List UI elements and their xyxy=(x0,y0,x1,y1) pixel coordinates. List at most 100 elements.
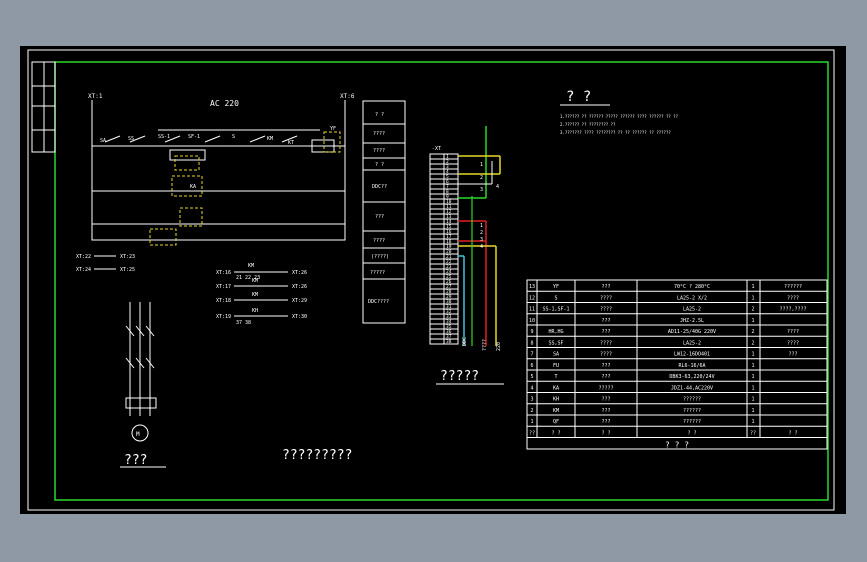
terminal-number-35: 36 xyxy=(446,329,452,335)
cad-canvas[interactable]: AC 220 XT:1 XT:6 SA SS SS-1 SF-1 S KM KA… xyxy=(20,46,846,514)
bom-cell-r3-c3: JHZ-2.5L xyxy=(680,318,704,324)
signal-row-1: ???? xyxy=(373,131,385,137)
bom-cell-r4-c5: ???? xyxy=(787,329,799,335)
bom-cell-r9-c0: 4 xyxy=(530,385,533,391)
terminal-tag-7: 4 xyxy=(480,244,483,250)
bom-cell-r13-c2: ? ? xyxy=(601,430,610,436)
terminal-number-30: 31 xyxy=(446,304,452,310)
bom-cell-r2-c4: 2 xyxy=(751,307,754,313)
terminal-number-9: 10 xyxy=(446,199,452,205)
bom-cell-r13-c3: ? ? xyxy=(687,430,696,436)
contact-left-3: XT:19 xyxy=(216,314,231,320)
contact-row-1: XT:17 KM XT:26 xyxy=(216,278,307,290)
terminal-number-16: 17 xyxy=(446,234,452,240)
terminal-number-26: 27 xyxy=(446,284,452,290)
supply-label: AC 220 xyxy=(210,99,239,108)
signal-row-0: ? ? xyxy=(375,112,384,118)
bom-cell-r12-c3: ?????? xyxy=(683,419,701,425)
terminal-number-3: 4 xyxy=(446,169,449,175)
bom-cell-r1-c1: S xyxy=(554,295,557,301)
terminal-number-5: 6 xyxy=(446,179,449,185)
bom-cell-r11-c4: 1 xyxy=(751,408,754,414)
outer-frame xyxy=(27,49,835,511)
motor-power-circuit: M ??? xyxy=(120,302,166,468)
bom-cell-r8-c3: DBK3-63,220/24V xyxy=(669,374,714,380)
terminal-number-8: 9 xyxy=(446,194,449,200)
contact-tag-0: KM xyxy=(248,263,254,269)
comp-label-5: S xyxy=(232,134,235,140)
contact-right-2: XT:29 xyxy=(292,298,307,304)
signal-row-3: ? ? xyxy=(375,162,384,168)
contact-left-0: XT:16 xyxy=(216,270,231,276)
contact-nums-3: 37 38 xyxy=(236,320,251,326)
terminal-number-6: 7 xyxy=(446,184,449,190)
bom-cell-r2-c0: 11 xyxy=(529,307,535,313)
bom-cell-r2-c2: ???? xyxy=(600,307,612,313)
terminal-tag-6: 3 xyxy=(480,237,483,243)
bom-cell-r9-c1: KA xyxy=(553,385,559,391)
signal-row-6: ???? xyxy=(373,238,385,244)
terminal-number-1: 2 xyxy=(446,159,449,165)
comp-label-6: KM xyxy=(267,136,273,142)
terminal-number-18: 19 xyxy=(446,244,452,250)
notes-block: ? ? 1.?????? ?? ?????? ????? ?????? ????… xyxy=(560,89,679,135)
contact-right-3: XT:30 xyxy=(292,314,307,320)
motor-circuit-heading: ??? xyxy=(124,453,147,468)
bom-cell-r3-c0: 10 xyxy=(529,318,535,324)
inner-frame xyxy=(54,61,829,501)
terminal-bottom-0: DDC xyxy=(462,337,468,346)
terminal-number-28: 29 xyxy=(446,294,452,300)
terminal-number-29: 30 xyxy=(446,299,452,305)
terminal-number-13: 14 xyxy=(446,219,452,225)
bom-cell-r11-c0: 2 xyxy=(530,408,533,414)
terminal-cells: 1234567891011121314151617181920212223242… xyxy=(430,153,458,345)
bom-cell-r5-c2: ???? xyxy=(600,340,612,346)
notes-title: ? ? xyxy=(566,89,591,105)
bom-cell-r7-c0: 6 xyxy=(530,363,533,369)
comp-label-2: SS-1 xyxy=(158,134,170,140)
terminal-number-36: 37 xyxy=(446,334,452,340)
aux-rows: XT:22 XT:23 XT:24 XT:25 xyxy=(76,254,135,273)
control-schematic: AC 220 XT:1 XT:6 SA SS SS-1 SF-1 S KM KA… xyxy=(88,93,355,246)
bom-cell-r1-c2: ???? xyxy=(600,295,612,301)
bom-cell-r10-c0: 3 xyxy=(530,397,533,403)
legend-area-heading: ????????? xyxy=(282,448,352,463)
bom-footer: ? ? ? xyxy=(665,441,689,450)
aux-left-1: XT:24 xyxy=(76,267,91,273)
terminal-tag-2: 3 xyxy=(480,187,483,193)
bom-cell-r4-c2: ??? xyxy=(601,329,610,335)
contact-tag-1: KM xyxy=(252,278,258,284)
bom-cell-r0-c1: YF xyxy=(553,284,559,290)
contact-tag-2: KM xyxy=(252,292,258,298)
bom-cell-r8-c2: ??? xyxy=(601,374,610,380)
bom-cell-r13-c1: ? ? xyxy=(551,430,560,436)
signal-row-7: (????) xyxy=(371,254,389,260)
note-line-0: 1.?????? ?? ?????? ????? ?????? ???? ???… xyxy=(560,114,679,119)
bom-cell-r10-c4: 1 xyxy=(751,397,754,403)
bom-cell-r5-c0: 8 xyxy=(530,340,533,346)
comp-label-7: KA xyxy=(190,184,196,190)
contact-row-3: XT:19 KH 37 38 XT:30 xyxy=(216,308,307,326)
terminal-strip: -XT 123456789101112131415161718192021222… xyxy=(429,126,504,385)
bom-cell-r5-c3: LA25-2 xyxy=(683,340,701,346)
terminal-number-22: 23 xyxy=(446,264,452,270)
contact-row-2: XT:18 KM XT:29 xyxy=(216,292,307,304)
bom-cell-r7-c2: ??? xyxy=(601,363,610,369)
terminal-number-20: 21 xyxy=(446,254,452,260)
terminal-tag-5: 2 xyxy=(480,230,483,236)
bom-cell-r9-c3: JDZ1-44,AC220V xyxy=(671,385,713,391)
aux-left-0: XT:22 xyxy=(76,254,91,260)
bom-cell-r12-c0: 1 xyxy=(530,419,533,425)
bom-cell-r1-c0: 12 xyxy=(529,295,535,301)
bom-cell-r8-c4: 1 xyxy=(751,374,754,380)
contact-rows: XT:16 KM 21 22 23 XT:26 XT:17 KM XT:26 X… xyxy=(216,263,307,326)
bom-cell-r7-c3: RL6-16/6A xyxy=(678,363,705,369)
signal-table: ? ? ???? ???? ? ? DDC?? ??? ???? (????) … xyxy=(362,100,406,324)
terminal-number-15: 16 xyxy=(446,229,452,235)
contact-row-0: XT:16 KM 21 22 23 XT:26 xyxy=(216,263,307,281)
bom-cell-r1-c3: LA25-2 X/2 xyxy=(677,295,707,301)
bom-cell-r4-c4: 2 xyxy=(751,329,754,335)
terminal-number-4: 5 xyxy=(446,174,449,180)
contact-tag-3: KH xyxy=(252,308,258,314)
